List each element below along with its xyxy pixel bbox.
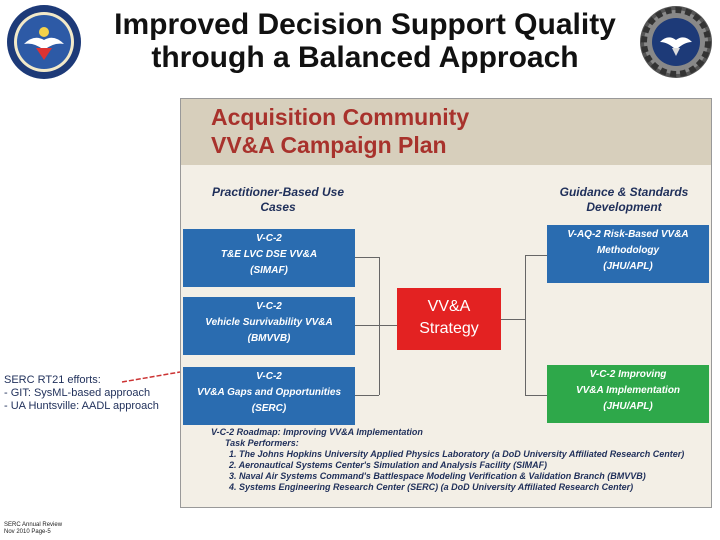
guidance-box-risk-based: V-AQ-2 Risk-Based VV&A Methodology (JHU/… — [547, 225, 709, 283]
footer-line2: Nov 2010 Page-5 — [4, 529, 51, 535]
serc-note-line1: SERC RT21 efforts: — [4, 374, 101, 386]
footer-line1: SERC Annual Review — [4, 522, 63, 528]
connector-line — [379, 257, 380, 395]
panel-title-line2: VV&A Campaign Plan — [211, 132, 447, 158]
box-line: (SIMAF) — [250, 265, 288, 276]
slide-title: Improved Decision Support Quality throug… — [90, 8, 640, 74]
box-line: Vehicle Survivability VV&A — [205, 317, 333, 328]
slide-title-line1: Improved Decision Support Quality — [114, 8, 616, 41]
box-line: (BMVVB) — [247, 333, 291, 344]
box-line: V-C-2 — [256, 301, 282, 312]
guidance-heading-line2: Development — [586, 200, 662, 214]
roadmap-text: V-C-2 Roadmap: Improving VV&A Implementa… — [211, 427, 711, 493]
roadmap-title: V-C-2 Roadmap: Improving VV&A Implementa… — [211, 427, 423, 437]
use-case-box-bmvvb: V-C-2 Vehicle Survivability VV&A (BMVVB) — [183, 297, 355, 355]
box-line: (JHU/APL) — [603, 261, 653, 272]
performer-item: 3. Naval Air Systems Command's Battlespa… — [229, 471, 646, 481]
box-line: V-C-2 — [256, 233, 282, 244]
serc-note-line2: - GIT: SysML-based approach — [4, 387, 151, 399]
practitioner-heading: Practitioner-Based Use Cases — [183, 185, 373, 215]
box-line: VV&A Implementation — [575, 385, 681, 396]
performer-item: 4. Systems Engineering Research Center (… — [229, 482, 634, 492]
practitioner-heading-line1: Practitioner-Based Use — [211, 185, 345, 199]
panel-title: Acquisition Community VV&A Campaign Plan — [211, 103, 469, 159]
campaign-plan-panel: Acquisition Community VV&A Campaign Plan… — [180, 98, 712, 508]
connector-line — [355, 257, 379, 258]
serc-note: SERC RT21 efforts: - GIT: SysML-based ap… — [4, 374, 159, 413]
connector-line — [525, 255, 526, 395]
guidance-heading-line1: Guidance & Standards — [559, 185, 689, 199]
panel-title-line1: Acquisition Community — [211, 104, 470, 130]
box-line: V-C-2 Improving — [589, 369, 667, 380]
performer-item: 2. Aeronautical Systems Center's Simulat… — [229, 460, 548, 470]
connector-line — [501, 319, 525, 320]
strategy-line2: Strategy — [419, 320, 479, 337]
strategy-line1: VV&A — [427, 298, 471, 315]
practitioner-heading-line2: Cases — [260, 200, 296, 214]
box-line: (SERC) — [251, 403, 287, 414]
box-line: V-AQ-2 Risk-Based VV&A — [567, 229, 689, 240]
connector-line — [355, 395, 379, 396]
slide-footer: SERC Annual Review Nov 2010 Page-5 — [4, 522, 62, 536]
box-line: VV&A Gaps and Opportunities — [196, 387, 342, 398]
serc-gear-eagle-logo-icon — [638, 4, 714, 80]
panel-header — [181, 99, 711, 165]
box-line: T&E LVC DSE VV&A — [220, 249, 318, 260]
connector-line — [355, 325, 397, 326]
use-case-box-serc: V-C-2 VV&A Gaps and Opportunities (SERC) — [183, 367, 355, 425]
use-case-box-simaf: V-C-2 T&E LVC DSE VV&A (SIMAF) — [183, 229, 355, 287]
serc-note-line3: - UA Huntsville: AADL approach — [4, 400, 159, 412]
department-of-defense-seal-icon — [6, 4, 82, 80]
task-performers-label: Task Performers: — [225, 438, 299, 448]
box-line: (JHU/APL) — [603, 401, 653, 412]
guidance-box-improving: V-C-2 Improving VV&A Implementation (JHU… — [547, 365, 709, 423]
box-line: Methodology — [596, 245, 660, 256]
slide-title-line2: through a Balanced Approach — [151, 41, 579, 74]
connector-line — [525, 395, 547, 396]
pointer-arrow-icon — [121, 371, 181, 383]
vva-strategy-box: VV&A Strategy — [397, 288, 501, 350]
box-line: V-C-2 — [256, 371, 282, 382]
performer-item: 1. The Johns Hopkins University Applied … — [229, 449, 685, 459]
guidance-heading: Guidance & Standards Development — [539, 185, 709, 215]
connector-line — [525, 255, 547, 256]
